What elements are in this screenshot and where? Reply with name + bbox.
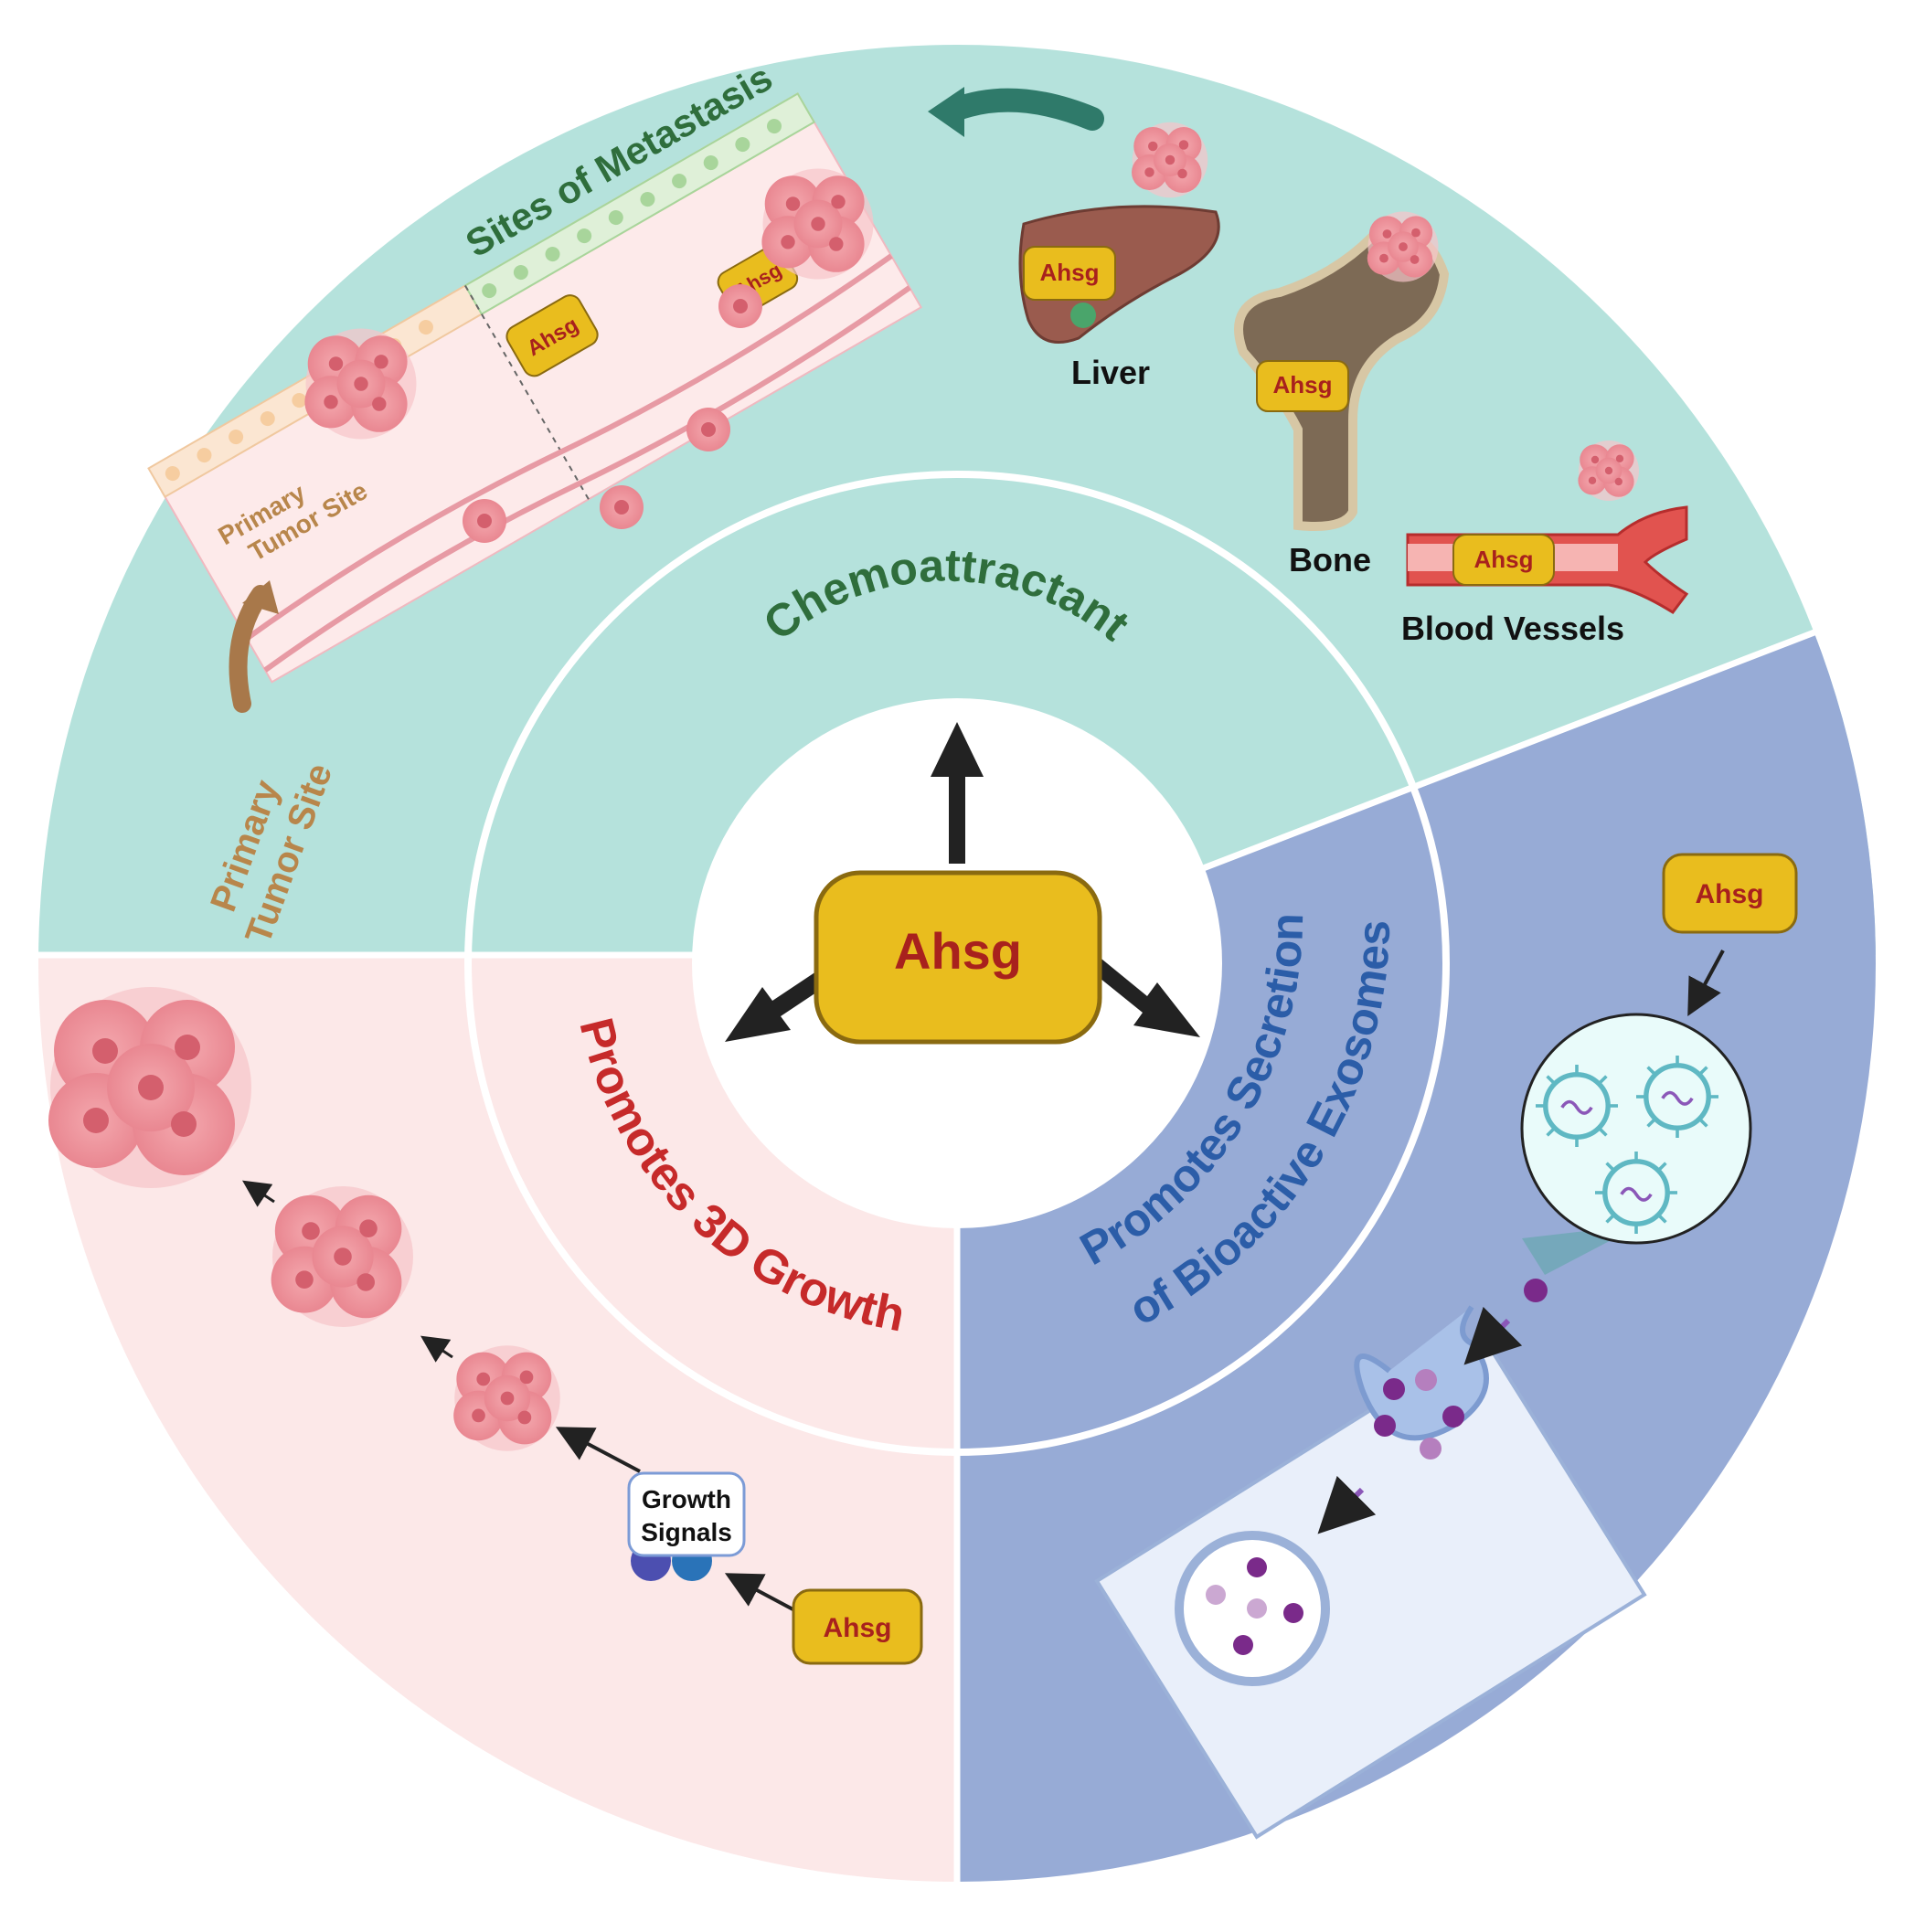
growth-signals-line1: Growth (642, 1485, 731, 1513)
small-tumor-cluster (453, 1345, 560, 1451)
svg-text:Ahsg: Ahsg (824, 1613, 892, 1643)
migrating-cells (463, 284, 762, 543)
svg-text:Ahsg: Ahsg (1696, 879, 1764, 909)
blood-vessels-illustration: Ahsg Blood Vessels (1401, 441, 1689, 647)
growth-panel: Growth Signals Ahsg (48, 987, 923, 1665)
exosome-ahsg-badge: Ahsg (1662, 853, 1798, 934)
bone-illustration: Ahsg Bone (1234, 211, 1450, 579)
bone-label: Bone (1289, 541, 1371, 579)
svg-text:Ahsg: Ahsg (1273, 371, 1333, 398)
metastasis-flow-arrowhead (928, 87, 964, 137)
growth-ahsg-badge: Ahsg (792, 1588, 923, 1665)
svg-text:Ahsg: Ahsg (1040, 259, 1100, 286)
metastasis-flow-arrow (943, 88, 1104, 131)
center-arrows (725, 722, 1200, 1042)
growth-signals-box: Growth Signals (627, 1471, 746, 1557)
blood-vessels-label: Blood Vessels (1401, 610, 1624, 647)
primary-tumor-cluster (304, 328, 417, 440)
liver-label: Liver (1071, 354, 1150, 391)
svg-text:Ahsg: Ahsg (1474, 546, 1534, 573)
bone-ahsg-badge: Ahsg (1256, 360, 1349, 412)
inset-ahsg-badge-1: Ahsg (505, 294, 599, 377)
medium-tumor-cluster (271, 1186, 413, 1327)
center-ahsg-badge: Ahsg (814, 870, 1102, 1045)
large-tumor-cluster (48, 987, 251, 1188)
center-label: Ahsg (894, 922, 1022, 980)
inner-ring (464, 471, 1450, 1456)
primary-flow-arrowhead (242, 580, 279, 614)
metastatic-tumor-cluster (761, 168, 874, 280)
exosome-panel: Ahsg (1094, 853, 1798, 1840)
cell-membrane-box (1094, 1336, 1647, 1840)
arrow-down-right-icon (1090, 955, 1200, 1037)
arrow-down-left-icon (725, 964, 835, 1042)
vessel-ahsg-badge: Ahsg (1452, 534, 1555, 586)
liver-illustration: Ahsg Liver (1018, 122, 1220, 391)
arrow-up-icon (931, 722, 984, 864)
growth-signals-line2: Signals (641, 1518, 732, 1546)
liver-ahsg-badge: Ahsg (1023, 246, 1116, 301)
